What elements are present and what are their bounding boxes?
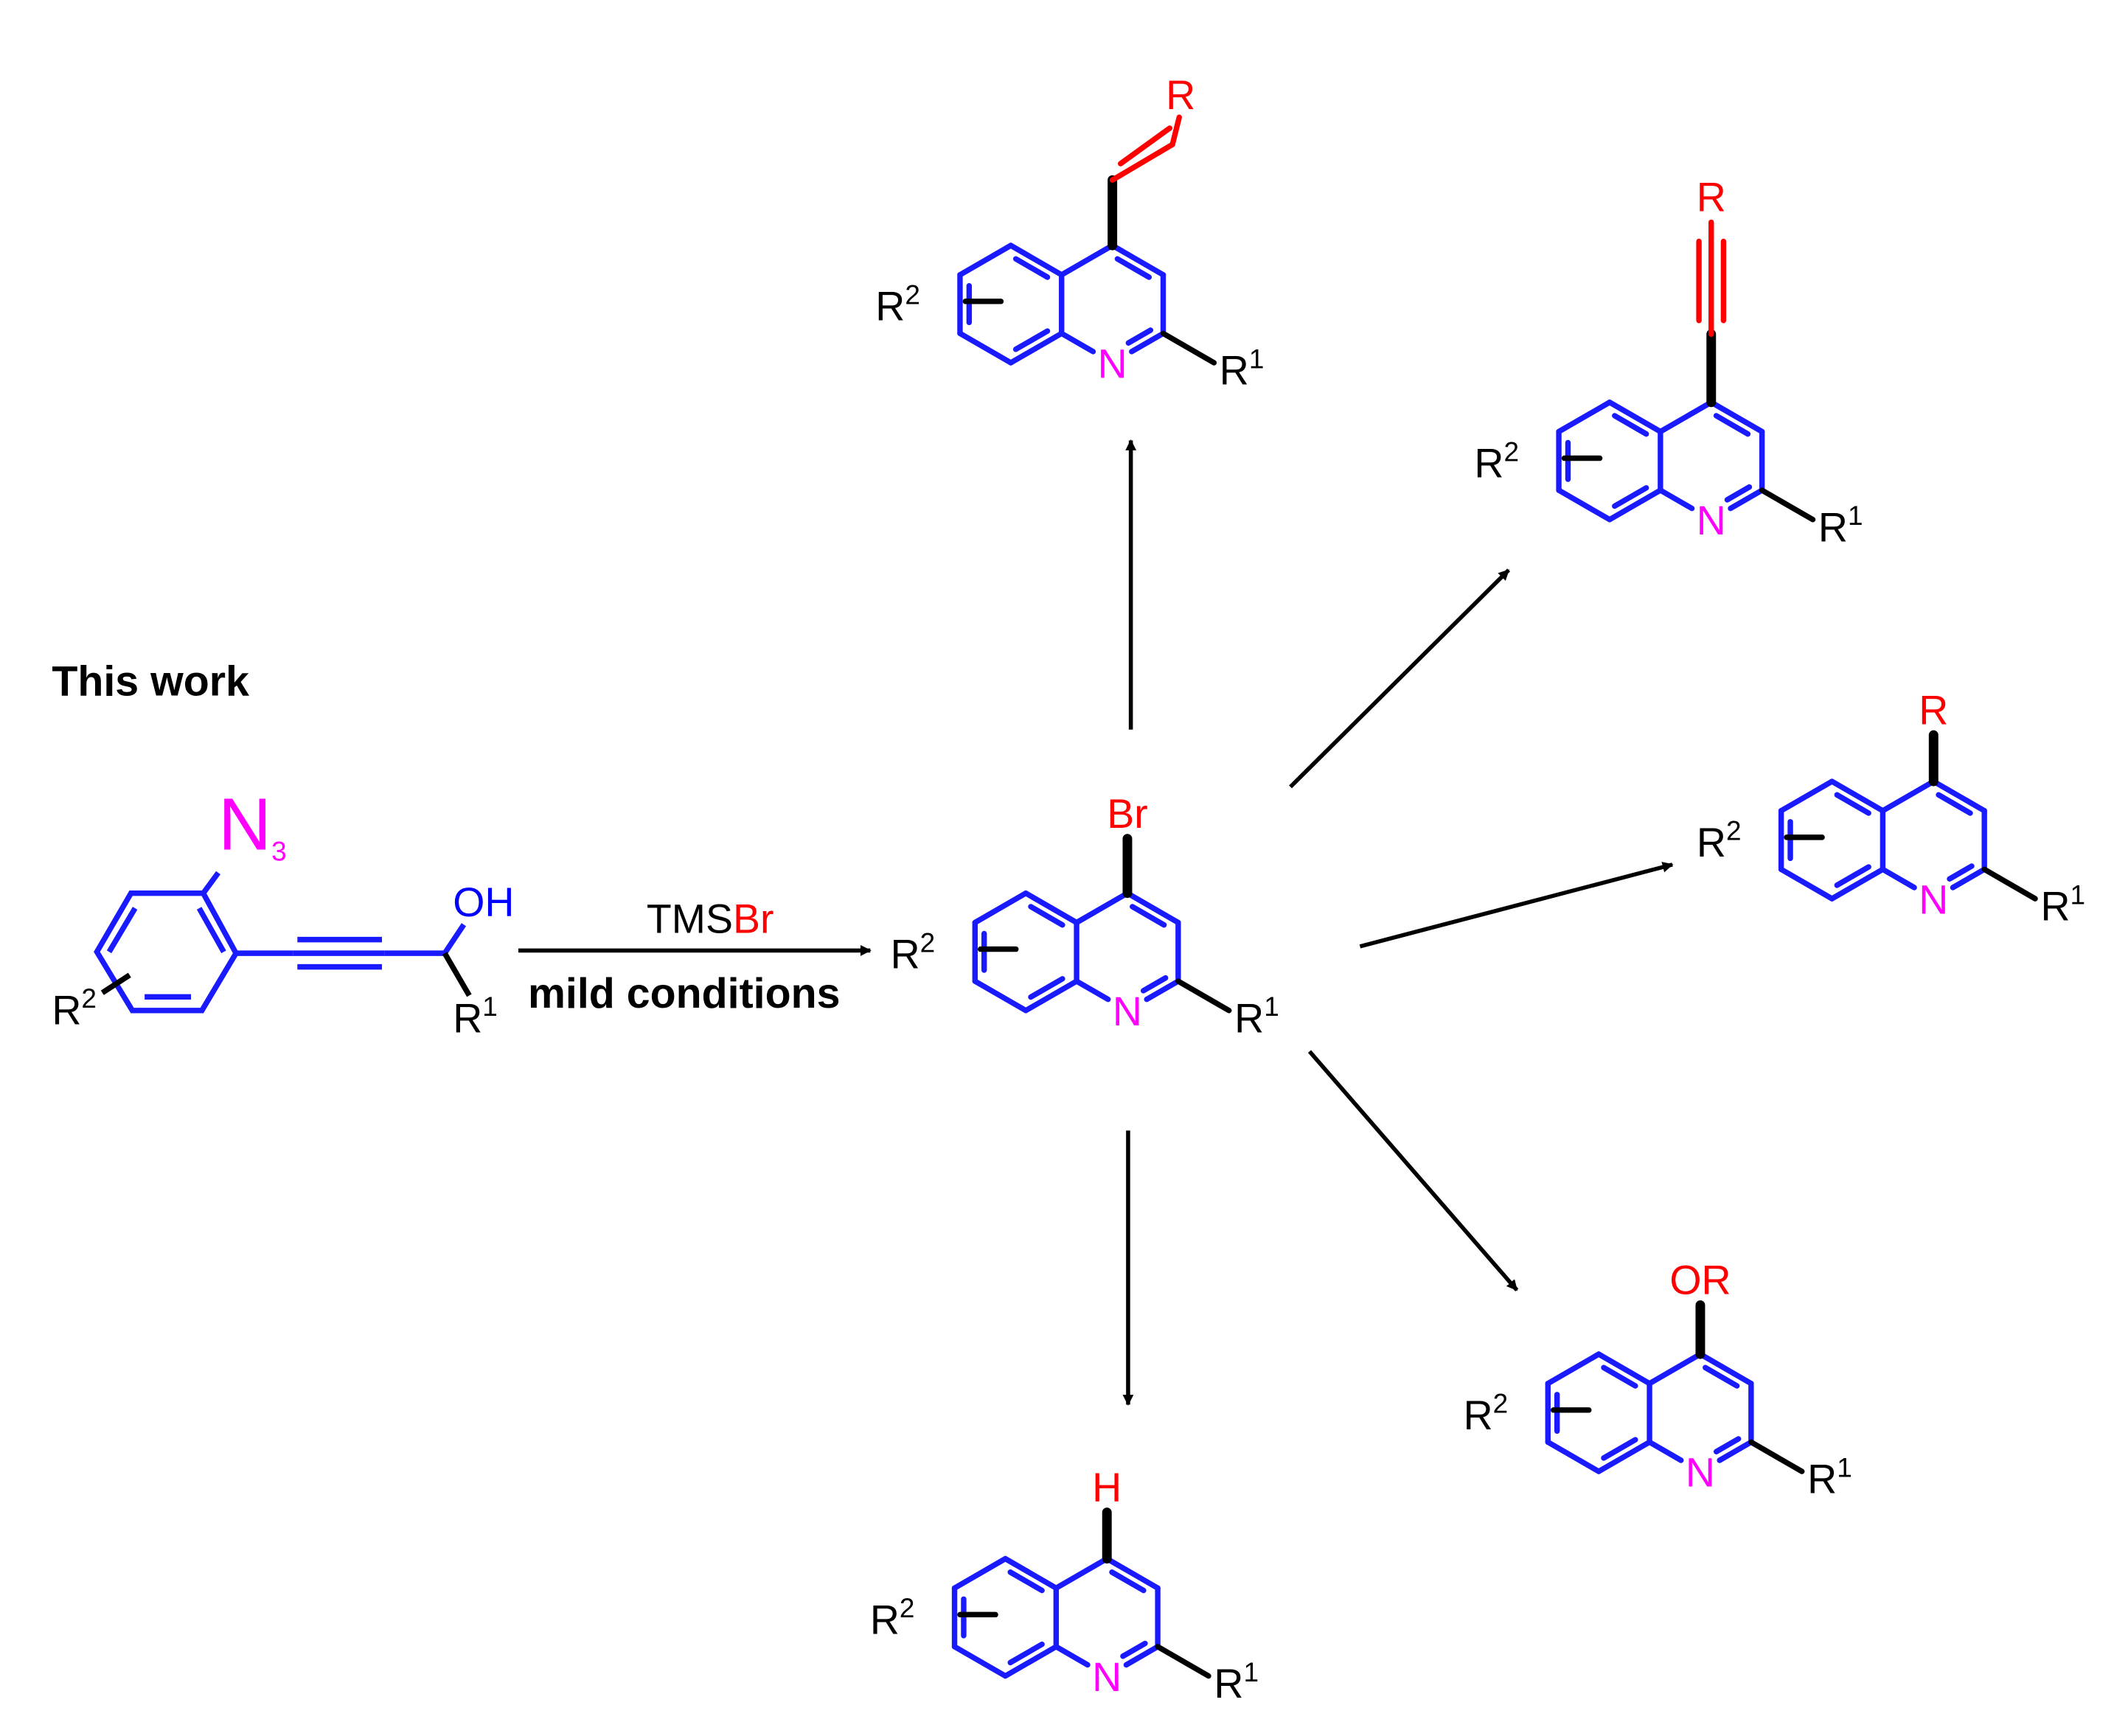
r1-label: R1 [1234,991,1279,1041]
r-label: R [1166,72,1195,118]
quinoline-rings [1778,778,1987,902]
starting-material: N3 OH R1 R2 [52,784,514,1042]
r1-label: R1 [453,991,498,1041]
nitrogen-label: N [1092,1654,1122,1700]
azide-label: N3 [218,784,287,867]
nitrogen-label: N [1098,341,1127,386]
reagent-label: TMSBr [647,896,774,941]
r2-label: R2 [875,280,920,330]
reduced-quinoline-product: N R1 R2 H [870,1465,1259,1707]
alkene-bond [1109,142,1175,183]
r1-bond [442,952,472,997]
nitrogen-label: N [1697,498,1726,543]
alkene-double-bond [1118,125,1173,167]
quinoline-rings [1545,1351,1754,1474]
nitrogen-label: N [1686,1449,1715,1495]
r2-bond [100,972,131,995]
r2-label: R2 [52,983,97,1033]
r1-label: R1 [1214,1657,1259,1707]
arrow-to-alkyl [1359,862,1674,949]
r1-bond [1759,487,1816,523]
quinoline-rings [1556,400,1765,523]
r1-bond [1981,866,2038,902]
r-bond [1169,114,1182,147]
r1-bond [1175,978,1232,1014]
product-arrows [1122,439,1674,1406]
or-label: OR [1669,1258,1731,1303]
arrow-to-alkoxy [1307,1050,1519,1291]
r1-bond [1748,1439,1805,1474]
quinoline-rings [972,890,1181,1014]
reaction-arrow: TMSBr mild conditions [518,896,872,1017]
alkoxy-quinoline-product: N R1 R2 OR [1464,1258,1852,1502]
r2-label: R2 [891,927,936,977]
arrow-to-alkynyl [1289,568,1511,789]
r2-label: R2 [1464,1389,1509,1438]
scheme-heading: This work [52,658,249,705]
r1-label: R1 [1807,1453,1852,1502]
r2-label: R2 [1474,436,1519,486]
alkynyl-quinoline-product: N R1 R2 R [1474,175,1863,551]
nitrogen-label: N [1113,989,1142,1034]
r1-label: R1 [1818,501,1863,550]
quinoline-rings [951,1555,1161,1679]
azide-bond [201,871,221,895]
alkyne-bond [236,923,467,970]
bromo-label: Br [1107,791,1147,837]
nitrogen-label: N [1919,876,1948,922]
r1-bond [1160,330,1217,366]
quinoline-rings [957,243,1166,366]
r-label: R [1919,687,1948,733]
benzene-ring [94,890,240,1014]
r1-label: R1 [2040,880,2085,930]
bromoquinoline: N R1 R2 Br [891,791,1279,1041]
conditions-label: mild conditions [528,970,841,1017]
hydrogen-label: H [1092,1465,1122,1510]
r1-bond [1155,1644,1211,1679]
r-label: R [1697,175,1726,220]
alkenyl-quinoline-product: N R1 R2 R [875,72,1264,394]
r2-label: R2 [870,1593,915,1642]
alkyl-quinoline-product: N R1 R2 R [1697,687,2085,929]
hydroxyl-label: OH [453,879,514,925]
r2-label: R2 [1697,816,1742,865]
r1-label: R1 [1220,344,1265,393]
